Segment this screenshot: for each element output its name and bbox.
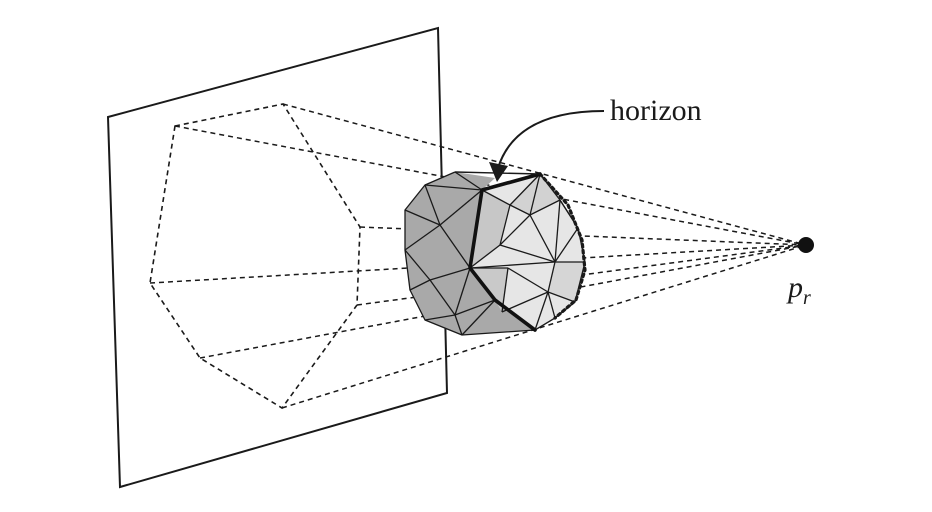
horizon-label: horizon bbox=[610, 94, 702, 127]
hull-edges bbox=[404, 171, 585, 336]
point-dot-icon bbox=[798, 237, 814, 253]
hull-face-shade-4 bbox=[548, 262, 585, 302]
horizon-edge-chain bbox=[468, 172, 542, 332]
hull-right-outline bbox=[534, 173, 586, 331]
point-label-main: p bbox=[786, 271, 803, 304]
point-label: pr bbox=[786, 271, 811, 309]
projected-silhouette bbox=[149, 103, 361, 410]
point-label-subscript: r bbox=[803, 287, 811, 309]
convex-hull bbox=[404, 171, 587, 336]
hull-far-faces bbox=[405, 172, 535, 335]
projection-plane bbox=[106, 26, 449, 489]
curved-arrow-icon bbox=[489, 110, 605, 182]
